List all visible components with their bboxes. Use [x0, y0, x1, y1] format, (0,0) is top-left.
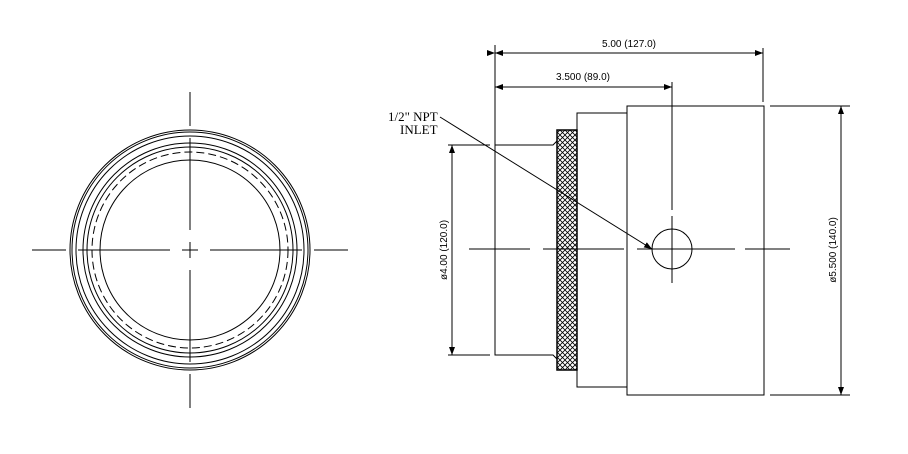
outer-circle — [69, 129, 311, 371]
dimension-small-diameter: ø4.00 (120.0) — [439, 144, 490, 356]
small-body — [494, 139, 558, 361]
main-body — [626, 105, 765, 396]
note-line-1: 1/2" NPT — [388, 109, 438, 124]
dimension-overall: 5.00 (127.0) — [487, 39, 764, 145]
knurled-ring — [556, 129, 578, 371]
ring-1 — [75, 135, 305, 365]
leader-arrow — [439, 116, 653, 250]
end-view — [32, 92, 348, 408]
large-diameter-label: ø5.500 (140.0) — [828, 217, 839, 283]
inlet-note: 1/2" NPT INLET — [388, 109, 653, 250]
note-line-2: INLET — [400, 122, 438, 137]
side-view — [469, 82, 790, 396]
middle-step — [576, 112, 628, 388]
outer-circle-2 — [71, 131, 309, 369]
overall-length-label: 5.00 (127.0) — [602, 39, 656, 50]
inlet-position-label: 3.500 (89.0) — [556, 72, 610, 83]
dimension-inlet: 3.500 (89.0) — [495, 72, 672, 90]
dimension-large-diameter: ø5.500 (140.0) — [770, 105, 850, 396]
small-diameter-label: ø4.00 (120.0) — [439, 220, 450, 280]
